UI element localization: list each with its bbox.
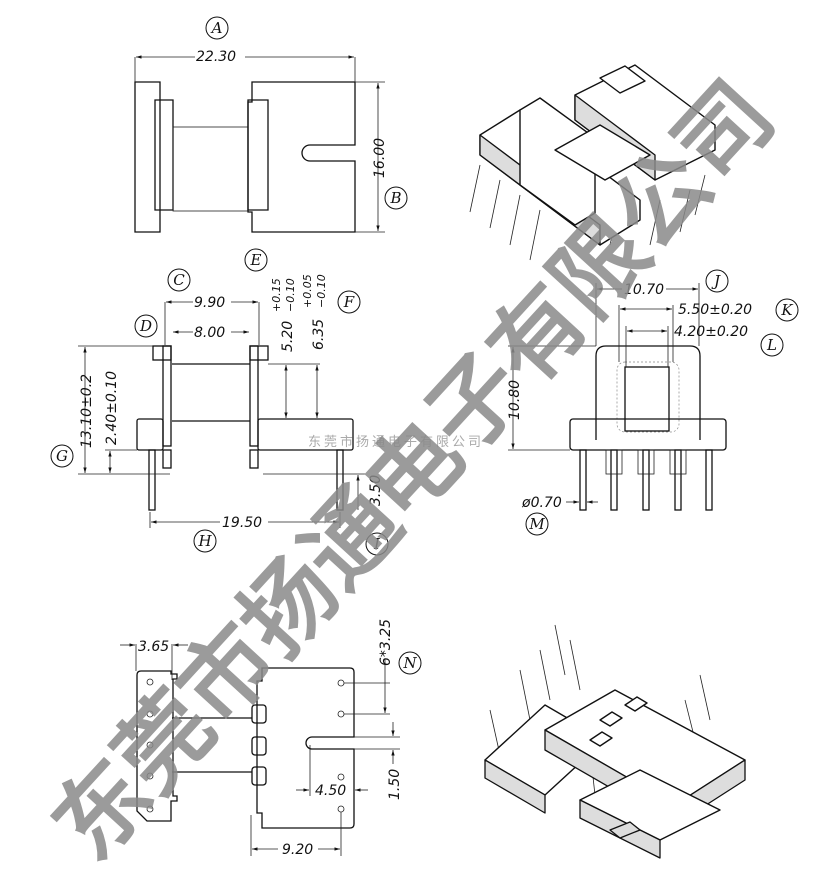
dim-pin-row-offset: 9.20 (282, 842, 313, 858)
dim-pin-diameter: ø0.70 (521, 495, 562, 511)
label-B: B (389, 189, 401, 207)
dim-flange-outer: 9.90 (194, 295, 225, 311)
label-M: M (528, 515, 545, 533)
label-E: E (250, 251, 262, 269)
dim-e: 5.20 (280, 321, 296, 352)
isometric-view-bottom (484, 624, 746, 859)
side-pins (579, 449, 713, 511)
label-G: G (56, 447, 68, 465)
label-L: L (766, 336, 777, 354)
label-K: K (780, 301, 793, 319)
bottom-view: 3.65 6*3.25 1.50 4.50 9.20 N (120, 619, 422, 858)
label-D: D (139, 317, 152, 335)
dim-e-tol-minus: −0.10 (284, 278, 297, 312)
dim-e-tol-plus: +0.15 (270, 278, 283, 312)
label-C: C (173, 271, 185, 289)
dim-window-outer: 5.50±0.20 (678, 302, 752, 318)
dim-width: 22.30 (196, 49, 236, 65)
isometric-view-top (469, 64, 716, 261)
dim-base-height: 2.40±0.10 (104, 371, 120, 445)
label-N: N (402, 654, 417, 672)
dim-slot-depth: 4.50 (315, 783, 346, 799)
label-A: A (210, 19, 223, 37)
dim-height: 16.00 (372, 138, 388, 178)
dim-window-inner: 4.20±0.20 (674, 324, 748, 340)
top-view: 22.30 16.00 A B (134, 16, 408, 233)
dim-pin-length: 3.50 (368, 475, 384, 506)
label-I: I (373, 535, 381, 553)
dim-left-width: 3.65 (138, 639, 169, 655)
front-view: 9.90 8.00 5.20 +0.15 −0.10 6.35 +0.05 −0… (50, 248, 389, 556)
dim-side-width: 10.70 (624, 282, 664, 298)
dim-total-height: 13.10±0.2 (79, 374, 95, 448)
dim-slot-width: 1.50 (387, 769, 403, 800)
dim-pin-span: 19.50 (222, 515, 262, 531)
dim-pin-pitch: 6*3.25 (378, 619, 394, 666)
watermark-small: 东莞市扬通电子有限公司 (308, 434, 484, 450)
dim-f-tol-minus: −0.10 (315, 274, 328, 308)
dim-f: 6.35 (311, 319, 327, 350)
dim-flange-inner: 8.00 (194, 325, 225, 341)
label-F: F (343, 293, 355, 311)
dim-side-height: 10.80 (507, 380, 523, 420)
label-H: H (197, 532, 212, 550)
label-J: J (711, 272, 721, 290)
dim-f-tol-plus: +0.05 (301, 274, 314, 308)
side-view: 10.70 5.50±0.20 4.20±0.20 10.80 ø0.70 J … (507, 269, 799, 536)
